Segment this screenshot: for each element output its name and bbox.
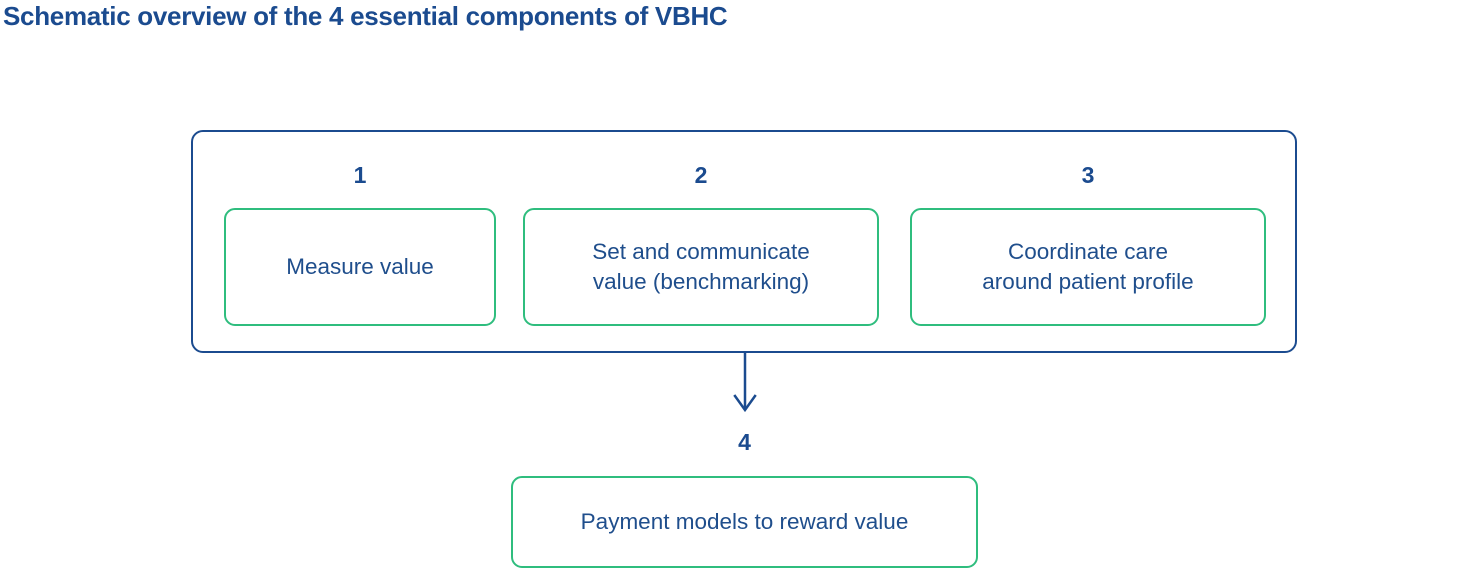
component-3-card: Coordinate care around patient profile [910, 208, 1266, 326]
component-2-card: Set and communicate value (benchmarking) [523, 208, 879, 326]
component-1-number: 1 [353, 162, 367, 188]
component-3: 3 Coordinate care around patient profile [910, 132, 1266, 326]
components-group-container: 1 Measure value 2 Set and communicate va… [191, 130, 1297, 353]
component-1-label: Measure value [286, 254, 434, 280]
component-2: 2 Set and communicate value (benchmarkin… [523, 132, 879, 326]
page-title: Schematic overview of the 4 essential co… [3, 1, 728, 31]
component-4: 4 Payment models to reward value [511, 431, 978, 568]
component-3-label: Coordinate care around patient profile [982, 239, 1194, 294]
component-1-card: Measure value [224, 208, 496, 326]
component-2-label: Set and communicate value (benchmarking) [592, 239, 810, 294]
component-1: 1 Measure value [224, 132, 496, 326]
component-2-number: 2 [694, 162, 708, 188]
component-4-card: Payment models to reward value [511, 476, 978, 568]
component-3-number: 3 [1081, 162, 1095, 188]
component-4-label: Payment models to reward value [580, 509, 909, 535]
arrow-down-icon [729, 352, 761, 414]
component-4-number: 4 [738, 429, 751, 455]
